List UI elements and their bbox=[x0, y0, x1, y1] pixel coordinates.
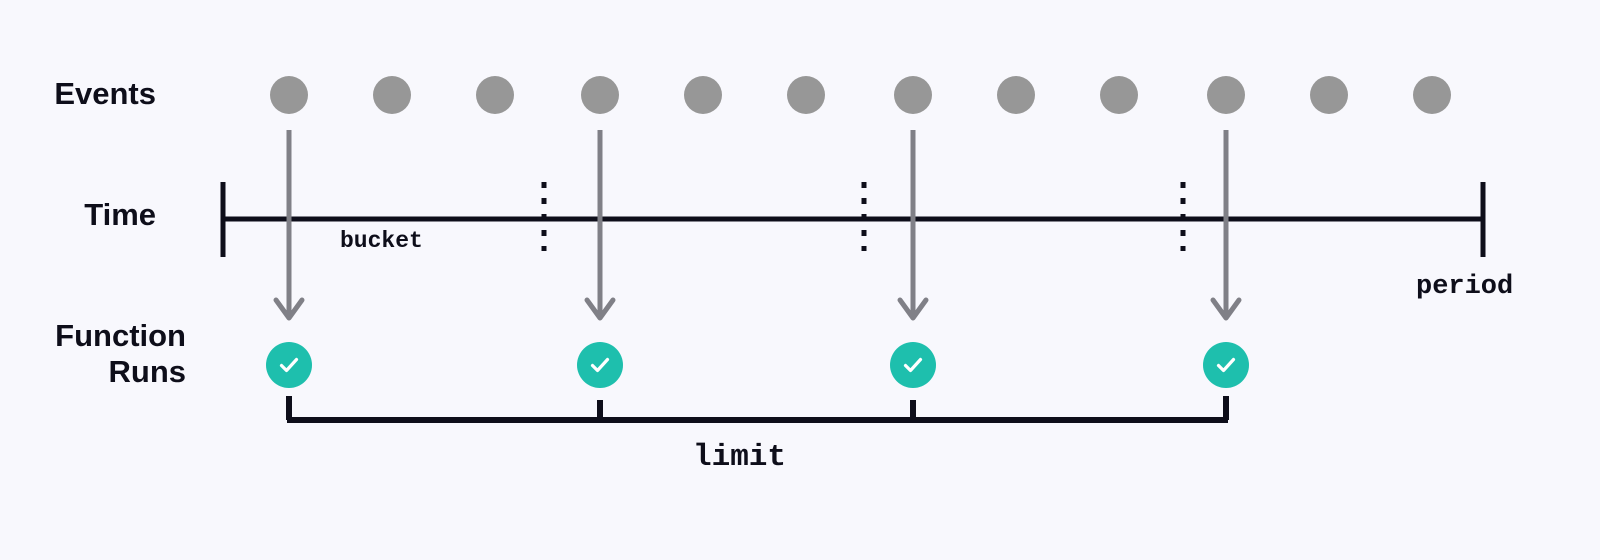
event-to-run-arrow-4 bbox=[1210, 130, 1242, 321]
check-icon bbox=[1216, 357, 1236, 373]
event-dot[interactable] bbox=[270, 76, 308, 114]
row-label-function-runs: Function Runs bbox=[55, 318, 186, 389]
bucket-tick-group bbox=[541, 182, 1186, 251]
event-dot[interactable] bbox=[581, 76, 619, 114]
bucket-label: bucket bbox=[340, 228, 423, 254]
event-dot[interactable] bbox=[787, 76, 825, 114]
function-run-node[interactable] bbox=[577, 342, 623, 388]
arrow-head-1 bbox=[273, 297, 305, 321]
event-to-run-arrow-group bbox=[273, 130, 1242, 321]
event-to-run-arrow-2 bbox=[584, 130, 616, 321]
arrow-head-4 bbox=[1210, 297, 1242, 321]
event-dot[interactable] bbox=[1100, 76, 1138, 114]
check-icon bbox=[903, 357, 923, 373]
row-label-time: Time bbox=[84, 197, 156, 232]
event-dot[interactable] bbox=[894, 76, 932, 114]
function-run-node[interactable] bbox=[890, 342, 936, 388]
event-dot[interactable] bbox=[1413, 76, 1451, 114]
function-run-node[interactable] bbox=[1203, 342, 1249, 388]
event-to-run-arrow-3 bbox=[897, 130, 929, 321]
event-dot[interactable] bbox=[1310, 76, 1348, 114]
check-icon bbox=[590, 357, 610, 373]
limit-label: limit bbox=[693, 440, 787, 475]
event-dot[interactable] bbox=[1207, 76, 1245, 114]
arrow-head-2 bbox=[584, 297, 616, 321]
row-label-events: Events bbox=[54, 76, 156, 111]
period-label: period bbox=[1416, 272, 1514, 302]
check-icon bbox=[279, 357, 299, 373]
event-dot[interactable] bbox=[997, 76, 1035, 114]
event-dot[interactable] bbox=[373, 76, 411, 114]
event-dot[interactable] bbox=[684, 76, 722, 114]
limit-bracket bbox=[286, 396, 1229, 423]
event-to-run-arrow-1 bbox=[273, 130, 305, 321]
arrow-head-3 bbox=[897, 297, 929, 321]
function-run-node[interactable] bbox=[266, 342, 312, 388]
event-dot[interactable] bbox=[476, 76, 514, 114]
